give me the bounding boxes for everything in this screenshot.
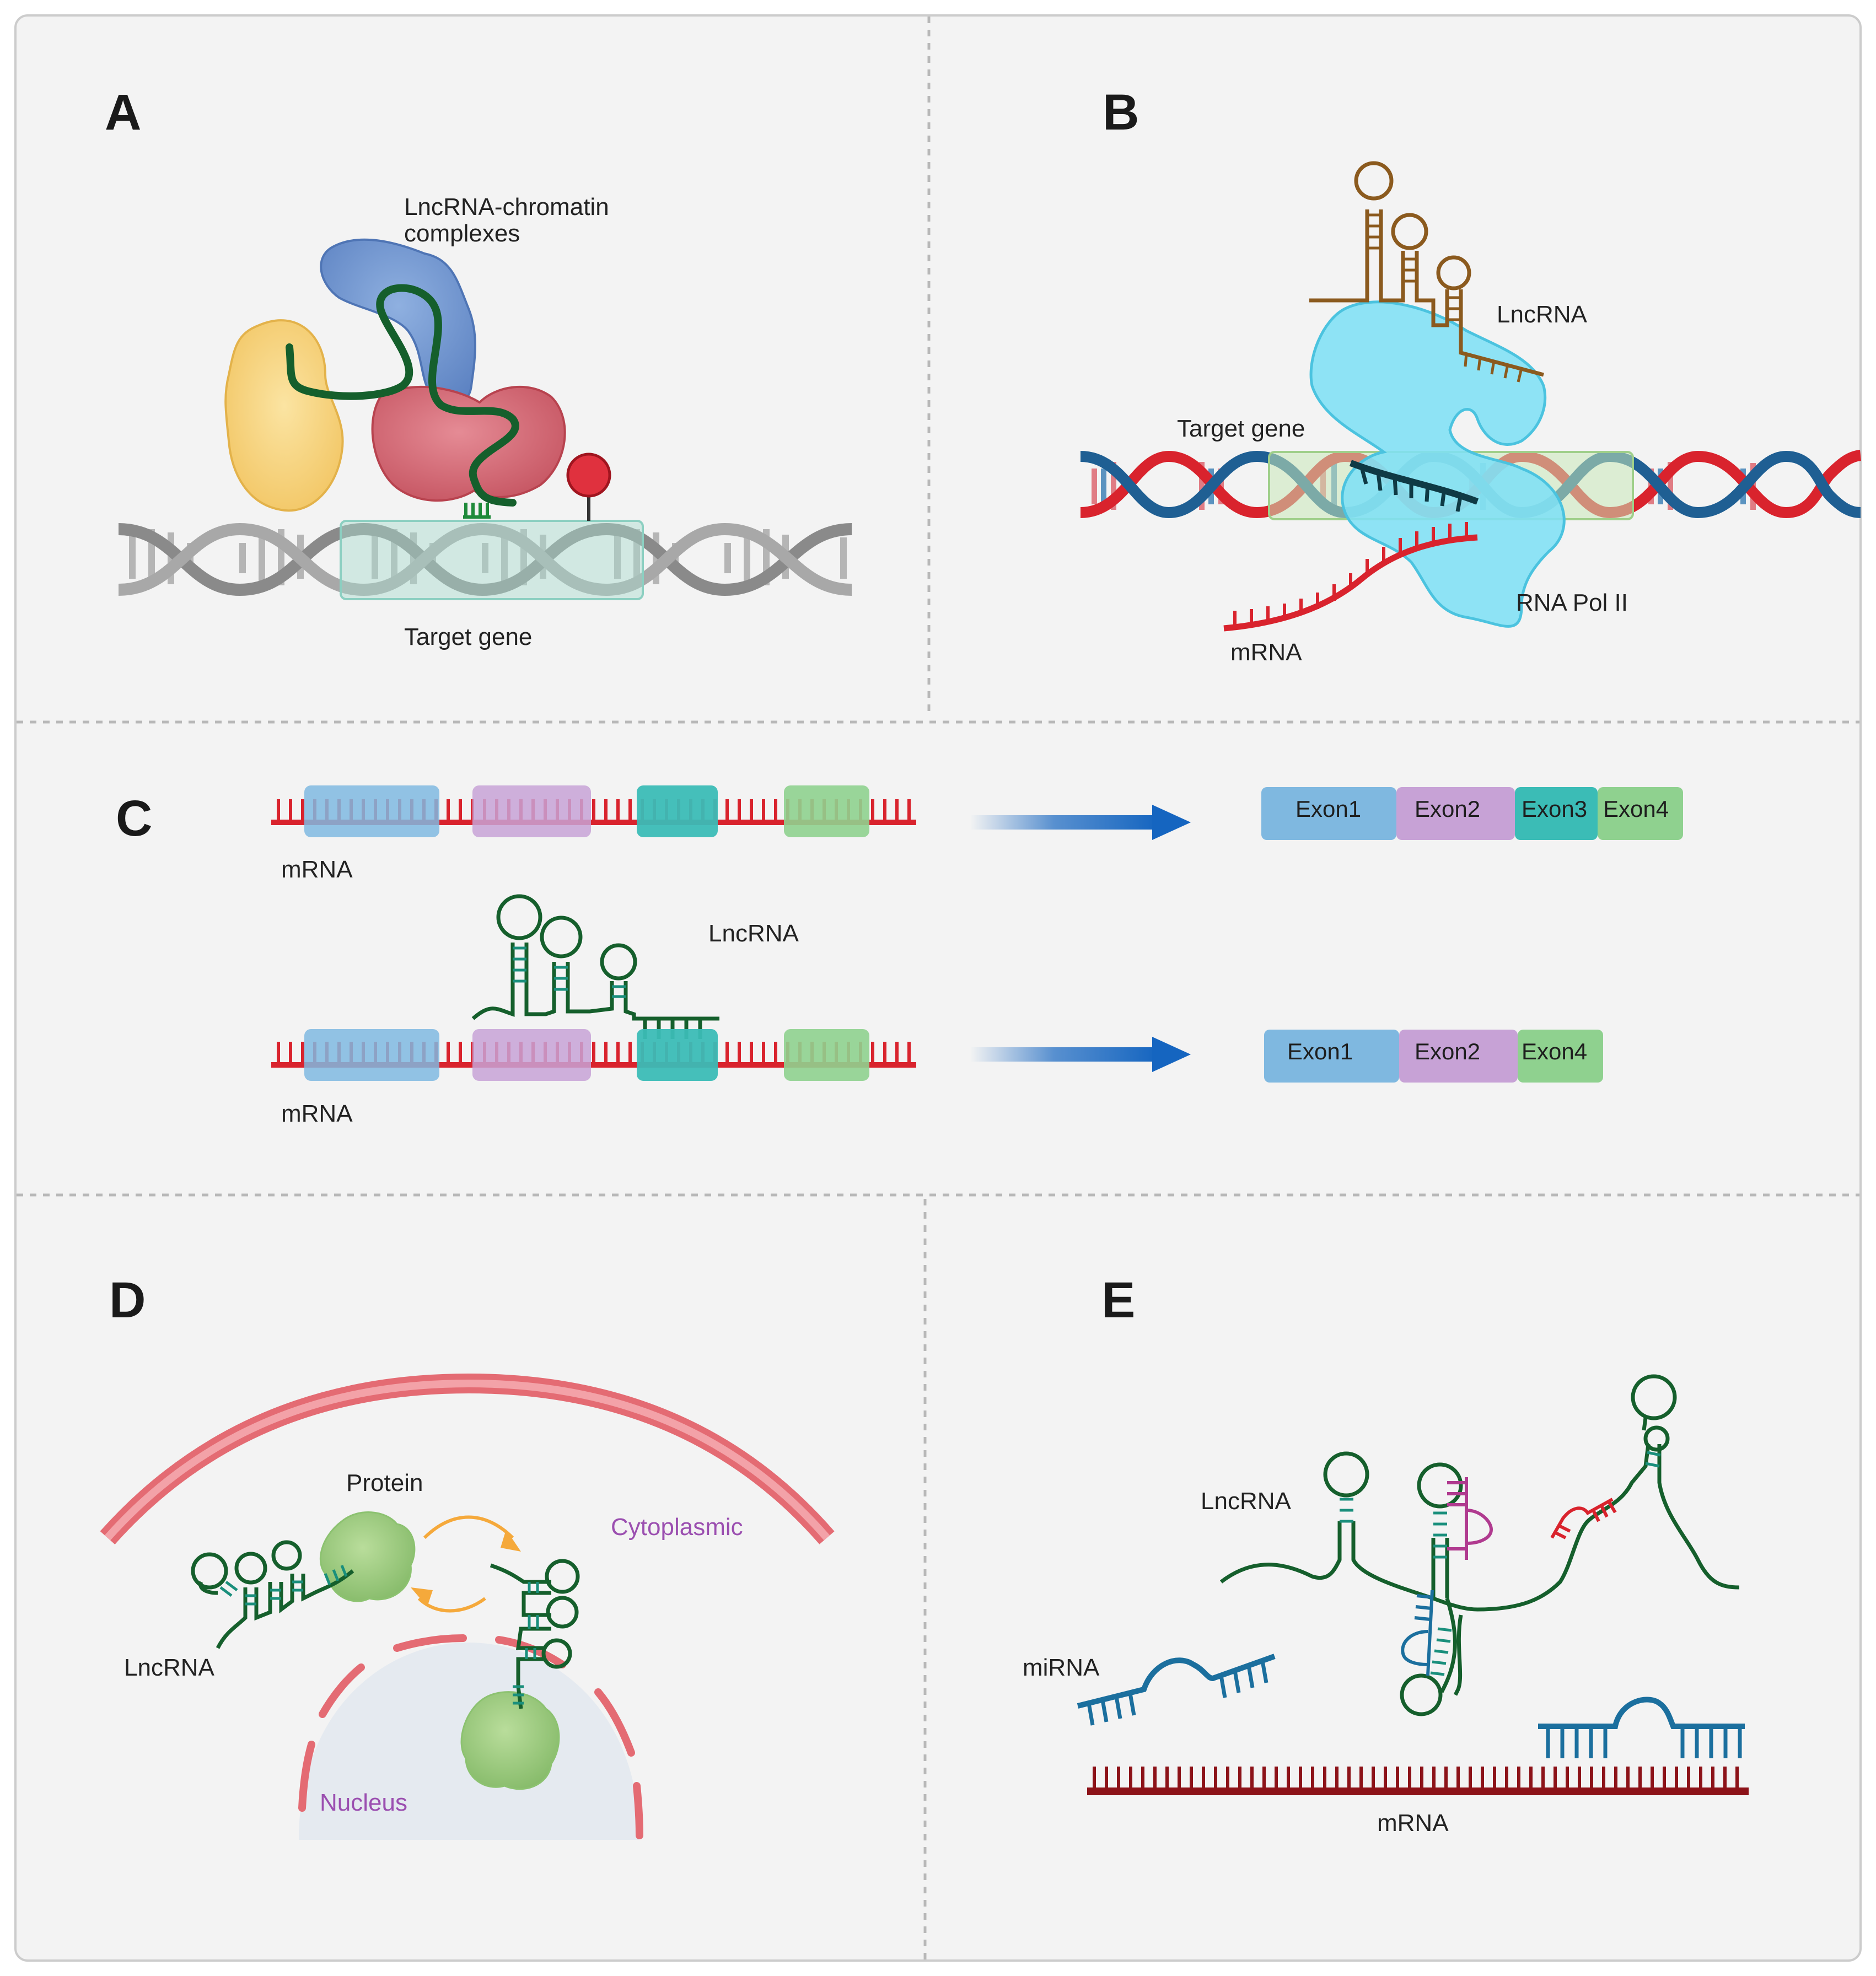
panel-b-pol-label: RNA Pol II	[1516, 589, 1628, 616]
panel-d-nucleus-label: Nucleus	[320, 1789, 407, 1816]
panel-a-letter: A	[105, 84, 141, 141]
panel-dividers	[17, 17, 1859, 1959]
panel-c-exons-skipped: Exon1 Exon2 Exon4	[1264, 1030, 1603, 1083]
panel-d-protein-nucleus	[460, 1691, 560, 1790]
panel-b-target-gene-label: Target gene	[1177, 415, 1305, 442]
exon-full-4-label: Exon4	[1603, 796, 1669, 822]
panel-a-lncrna-teeth	[463, 503, 491, 519]
panel-c-mrna-bottom	[271, 1029, 916, 1081]
panel-e-mrna-teeth	[1093, 1767, 1739, 1791]
panel-a-target-gene-label: Target gene	[404, 623, 532, 650]
panel-e-mrna-label: mRNA	[1377, 1810, 1449, 1837]
panel-e-bound-mirna-blue	[1401, 1590, 1434, 1676]
panel-d: D Nucleus Cytoplasmic Protein LncRNA	[100, 1272, 835, 1840]
panel-c-lncrna-rungs	[513, 946, 626, 998]
panel-a-lncrna-strand	[286, 284, 519, 507]
panel-b: B Target gene	[1080, 84, 1862, 666]
panel-c-letter: C	[116, 790, 152, 847]
panel-a-dna-helix	[118, 523, 852, 596]
exon-full-1	[1261, 787, 1396, 840]
panel-c-mrna-top	[271, 785, 916, 837]
exon-skip-2	[1399, 1030, 1518, 1083]
panel-b-pol-dna-teeth	[1359, 467, 1463, 512]
panel-e-bound-mirna-on-mrna-teeth	[1546, 1726, 1742, 1758]
panel-d-cytoplasm-label: Cytoplasmic	[611, 1514, 743, 1541]
panel-d-lncrna-nuclear-rungs	[513, 1582, 539, 1705]
panel-b-mrna-teeth	[1233, 522, 1468, 627]
panel-e-free-mirna-teeth	[1087, 1660, 1268, 1726]
panel-c-bottom-exon2-box	[472, 1029, 591, 1081]
panel-e-free-mirna	[1077, 1654, 1276, 1709]
panel-d-lncrna-nuclear	[490, 1559, 580, 1709]
panel-c-top-exon1-box	[304, 785, 439, 837]
panel-d-arrow-head-out	[411, 1587, 433, 1607]
panel-e-letter: E	[1101, 1272, 1135, 1328]
exon-full-3	[1515, 787, 1598, 840]
panel-e-bound-mirna-red	[1550, 1498, 1617, 1539]
panel-c-mrna-label-bottom: mRNA	[281, 1100, 353, 1127]
panel-c: C mRNA Exon1 Exon2 Exon3 Exon4	[116, 785, 1683, 1127]
panel-a-target-gene-box	[340, 520, 644, 600]
panel-a-complex-label-line1: LncRNA-chromatin	[404, 193, 609, 220]
panel-c-top-exon4-box	[784, 785, 869, 837]
panel-c-exons-full: Exon1 Exon2 Exon3 Exon4	[1261, 787, 1683, 840]
panel-e-bound-mirna-on-mrna	[1538, 1697, 1745, 1729]
panel-c-lncrna-label: LncRNA	[708, 920, 799, 947]
exon-full-3-label: Exon3	[1522, 796, 1587, 822]
panel-c-arrow-top	[970, 805, 1191, 840]
exon-skip-4-label: Exon4	[1522, 1038, 1587, 1064]
exon-full-2	[1396, 787, 1515, 840]
panel-a-complex-label-line2: complexes	[404, 220, 520, 247]
panel-e-lncrna-loops	[1323, 1374, 1677, 1716]
panel-c-bottom-exon3-box	[637, 1029, 718, 1081]
panel-c-top-exon2-box	[472, 785, 591, 837]
panel-e-lncrna-rungs	[1340, 1451, 1661, 1676]
panel-c-mrna-label-top: mRNA	[281, 856, 353, 883]
panel-b-lncrna-rungs	[1367, 213, 1523, 383]
exon-skip-4	[1518, 1030, 1603, 1083]
panel-b-rna-pol-ii	[1309, 300, 1566, 628]
panel-b-letter: B	[1103, 84, 1139, 141]
exon-skip-1	[1264, 1030, 1399, 1083]
exon-full-2-label: Exon2	[1415, 796, 1480, 822]
panel-d-lncrna-label: LncRNA	[124, 1654, 214, 1681]
panel-e: E	[1023, 1272, 1749, 1837]
panel-b-lncrna-label: LncRNA	[1497, 301, 1587, 328]
panel-d-letter: D	[109, 1272, 146, 1328]
panel-d-lncrna-cyto-rungs	[219, 1565, 348, 1606]
panel-a-pink-protein	[371, 385, 566, 502]
panel-c-lncrna	[471, 894, 719, 1021]
panel-b-mrna-label: mRNA	[1230, 639, 1302, 666]
panel-a: A Target gene	[105, 84, 852, 650]
panel-b-mrna-strand	[1223, 534, 1478, 632]
panel-e-bound-mirna-purple	[1447, 1477, 1493, 1560]
panel-a-lollipop-head	[566, 453, 611, 498]
panel-a-yellow-protein	[224, 319, 344, 512]
panel-c-arrow-bottom	[970, 1037, 1191, 1072]
panel-a-dna-strand-1	[118, 523, 852, 596]
panel-c-top-exon3-box	[637, 785, 718, 837]
exon-skip-2-label: Exon2	[1415, 1038, 1480, 1064]
exon-skip-1-label: Exon1	[1287, 1038, 1353, 1064]
panel-e-lncrna-label: LncRNA	[1201, 1488, 1291, 1515]
panel-e-lncrna-backbone	[1219, 1444, 1740, 1612]
exon-full-4	[1598, 787, 1683, 840]
panel-e-lncrna-hairpin-3	[1439, 1597, 1463, 1696]
panel-c-bottom-exon4-box	[784, 1029, 869, 1081]
panel-d-lncrna-cyto	[191, 1540, 354, 1649]
exon-full-1-label: Exon1	[1296, 796, 1361, 822]
panel-d-protein-label: Protein	[346, 1469, 423, 1496]
panel-d-arrow-head-in	[501, 1530, 521, 1552]
panel-a-dna-strand-2	[118, 523, 852, 596]
panel-c-bottom-exon1-box	[304, 1029, 439, 1081]
panel-e-mirna-label: miRNA	[1023, 1654, 1100, 1681]
